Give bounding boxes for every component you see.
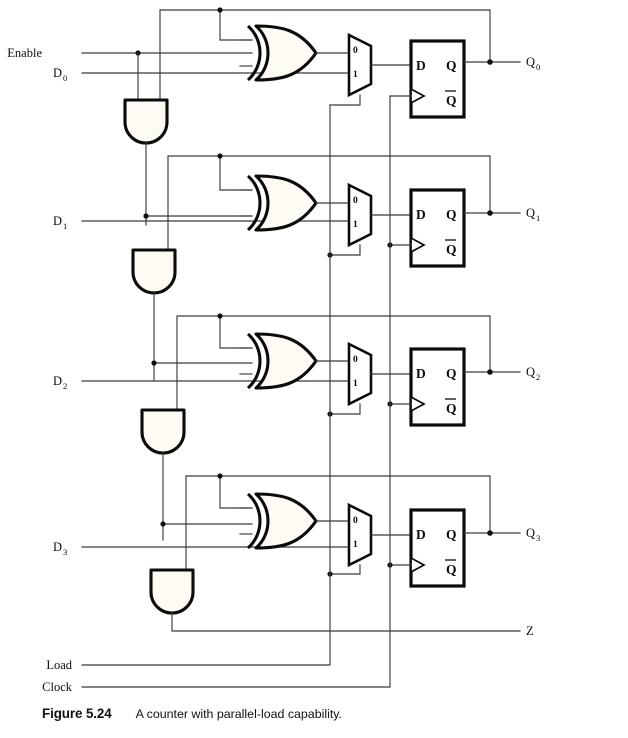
label-q1: Q [526,206,535,220]
stage-2: 0 1 D Q Q [81,313,521,541]
label-d1-subscript: 1 [63,221,67,231]
junction-q0-top [217,7,223,13]
label-clock: Clock [42,680,73,694]
wire-q3-to-xor [219,475,253,509]
stage-3: 0 1 D Q Q [81,473,521,632]
label-q3: Q [526,526,535,540]
ff-3-d-label: D [416,527,426,542]
mux-0: 0 1 [347,32,373,98]
ff-2-d-label: D [416,366,426,381]
flipflop-2: D Q Q [409,347,466,427]
flipflop-1: D Q Q [409,188,466,268]
junction-q3-out [487,530,493,536]
mux-2-input-1-label: 1 [353,379,358,389]
junction-q2-top [217,313,223,319]
wire-q1-feedback [167,155,491,251]
wire-q2-to-xor [219,315,253,349]
stage-0: 0 1 D Q Q [81,7,521,226]
ff-1-d-label: D [416,207,426,222]
mux-1-input-0-label: 0 [353,196,358,206]
label-q2: Q [526,365,535,379]
wire-load [81,104,331,666]
ff-1-q-label: Q [446,207,457,222]
wire-q1-to-xor [219,155,253,191]
and-gate-2 [140,408,186,455]
junction-q3-top [217,473,223,479]
wire-clock [81,95,391,688]
label-d3: D [53,540,62,554]
wire-mux2-select [329,403,361,415]
control-rails [81,95,391,688]
wire-mux1-select [329,244,361,256]
mux-1: 0 1 [347,182,373,248]
ff-0-q-label: Q [446,58,457,73]
ff-0-d-label: D [416,58,426,73]
ff-3-q-label: Q [446,527,457,542]
junction-q1-out [487,210,493,216]
input-labels: Enable D 0 D 1 D 2 D 3 Load Clock [7,46,72,694]
junction-q0-out [487,59,493,65]
junction-and2-tap [160,521,166,527]
label-d0: D [53,66,62,80]
xor-gate-0 [246,24,318,82]
label-d2: D [53,374,62,388]
junction-q1-top [217,153,223,159]
mux-2: 0 1 [347,341,373,407]
label-load: Load [46,658,72,672]
xor-gate-1 [246,174,318,232]
wire-and3-out-to-z [171,612,521,632]
label-d3-subscript: 3 [63,547,67,557]
and-gate-1 [131,248,177,295]
flipflop-3: D Q Q [409,508,466,588]
figure-caption: Figure 5.24 A counter with parallel-load … [42,706,602,721]
label-d0-subscript: 0 [63,73,67,83]
junction-and1-tap [151,360,157,366]
mux-3: 0 1 [347,502,373,568]
ff-2-q-label: Q [446,366,457,381]
xor-gate-2 [246,332,318,390]
wire-mux3-select [329,564,361,575]
stage-1: 0 1 D Q Q [81,153,521,381]
label-q0: Q [526,55,535,69]
label-q2-subscript: 2 [536,372,540,382]
mux-1-input-1-label: 1 [353,220,358,230]
flipflop-0: D Q Q [409,39,466,119]
mux-3-input-0-label: 0 [353,516,358,526]
mux-0-input-0-label: 0 [353,46,358,56]
wire-q0-feedback [159,9,491,101]
ff-2-qbar-label: Q [446,401,457,416]
label-enable: Enable [7,46,42,60]
label-d2-subscript: 2 [63,381,67,391]
and-gate-3 [149,568,195,615]
label-q0-subscript: 0 [536,62,540,72]
junction-and0-tap [143,213,149,219]
figure-caption-text: A counter with parallel-load capability. [135,707,343,721]
output-labels: Q 0 Q 1 Q 2 Q 3 Z [526,55,540,638]
wire-q0-to-xor [219,9,253,41]
ff-0-qbar-label: Q [446,93,457,108]
label-q1-subscript: 1 [536,213,540,223]
label-z: Z [526,624,534,638]
wire-mux0-select [329,94,361,106]
junction-q2-out [487,369,493,375]
label-q3-subscript: 3 [536,533,540,543]
and-gate-0 [123,98,169,145]
mux-3-input-1-label: 1 [353,540,358,550]
ff-3-qbar-label: Q [446,562,457,577]
figure-caption-label: Figure 5.24 [42,706,112,721]
wire-q3-feedback [185,475,491,571]
mux-0-input-1-label: 1 [353,70,358,80]
xor-gate-3 [246,492,318,550]
label-d1: D [53,214,62,228]
mux-2-input-0-label: 0 [353,355,358,365]
ff-1-qbar-label: Q [446,242,457,257]
